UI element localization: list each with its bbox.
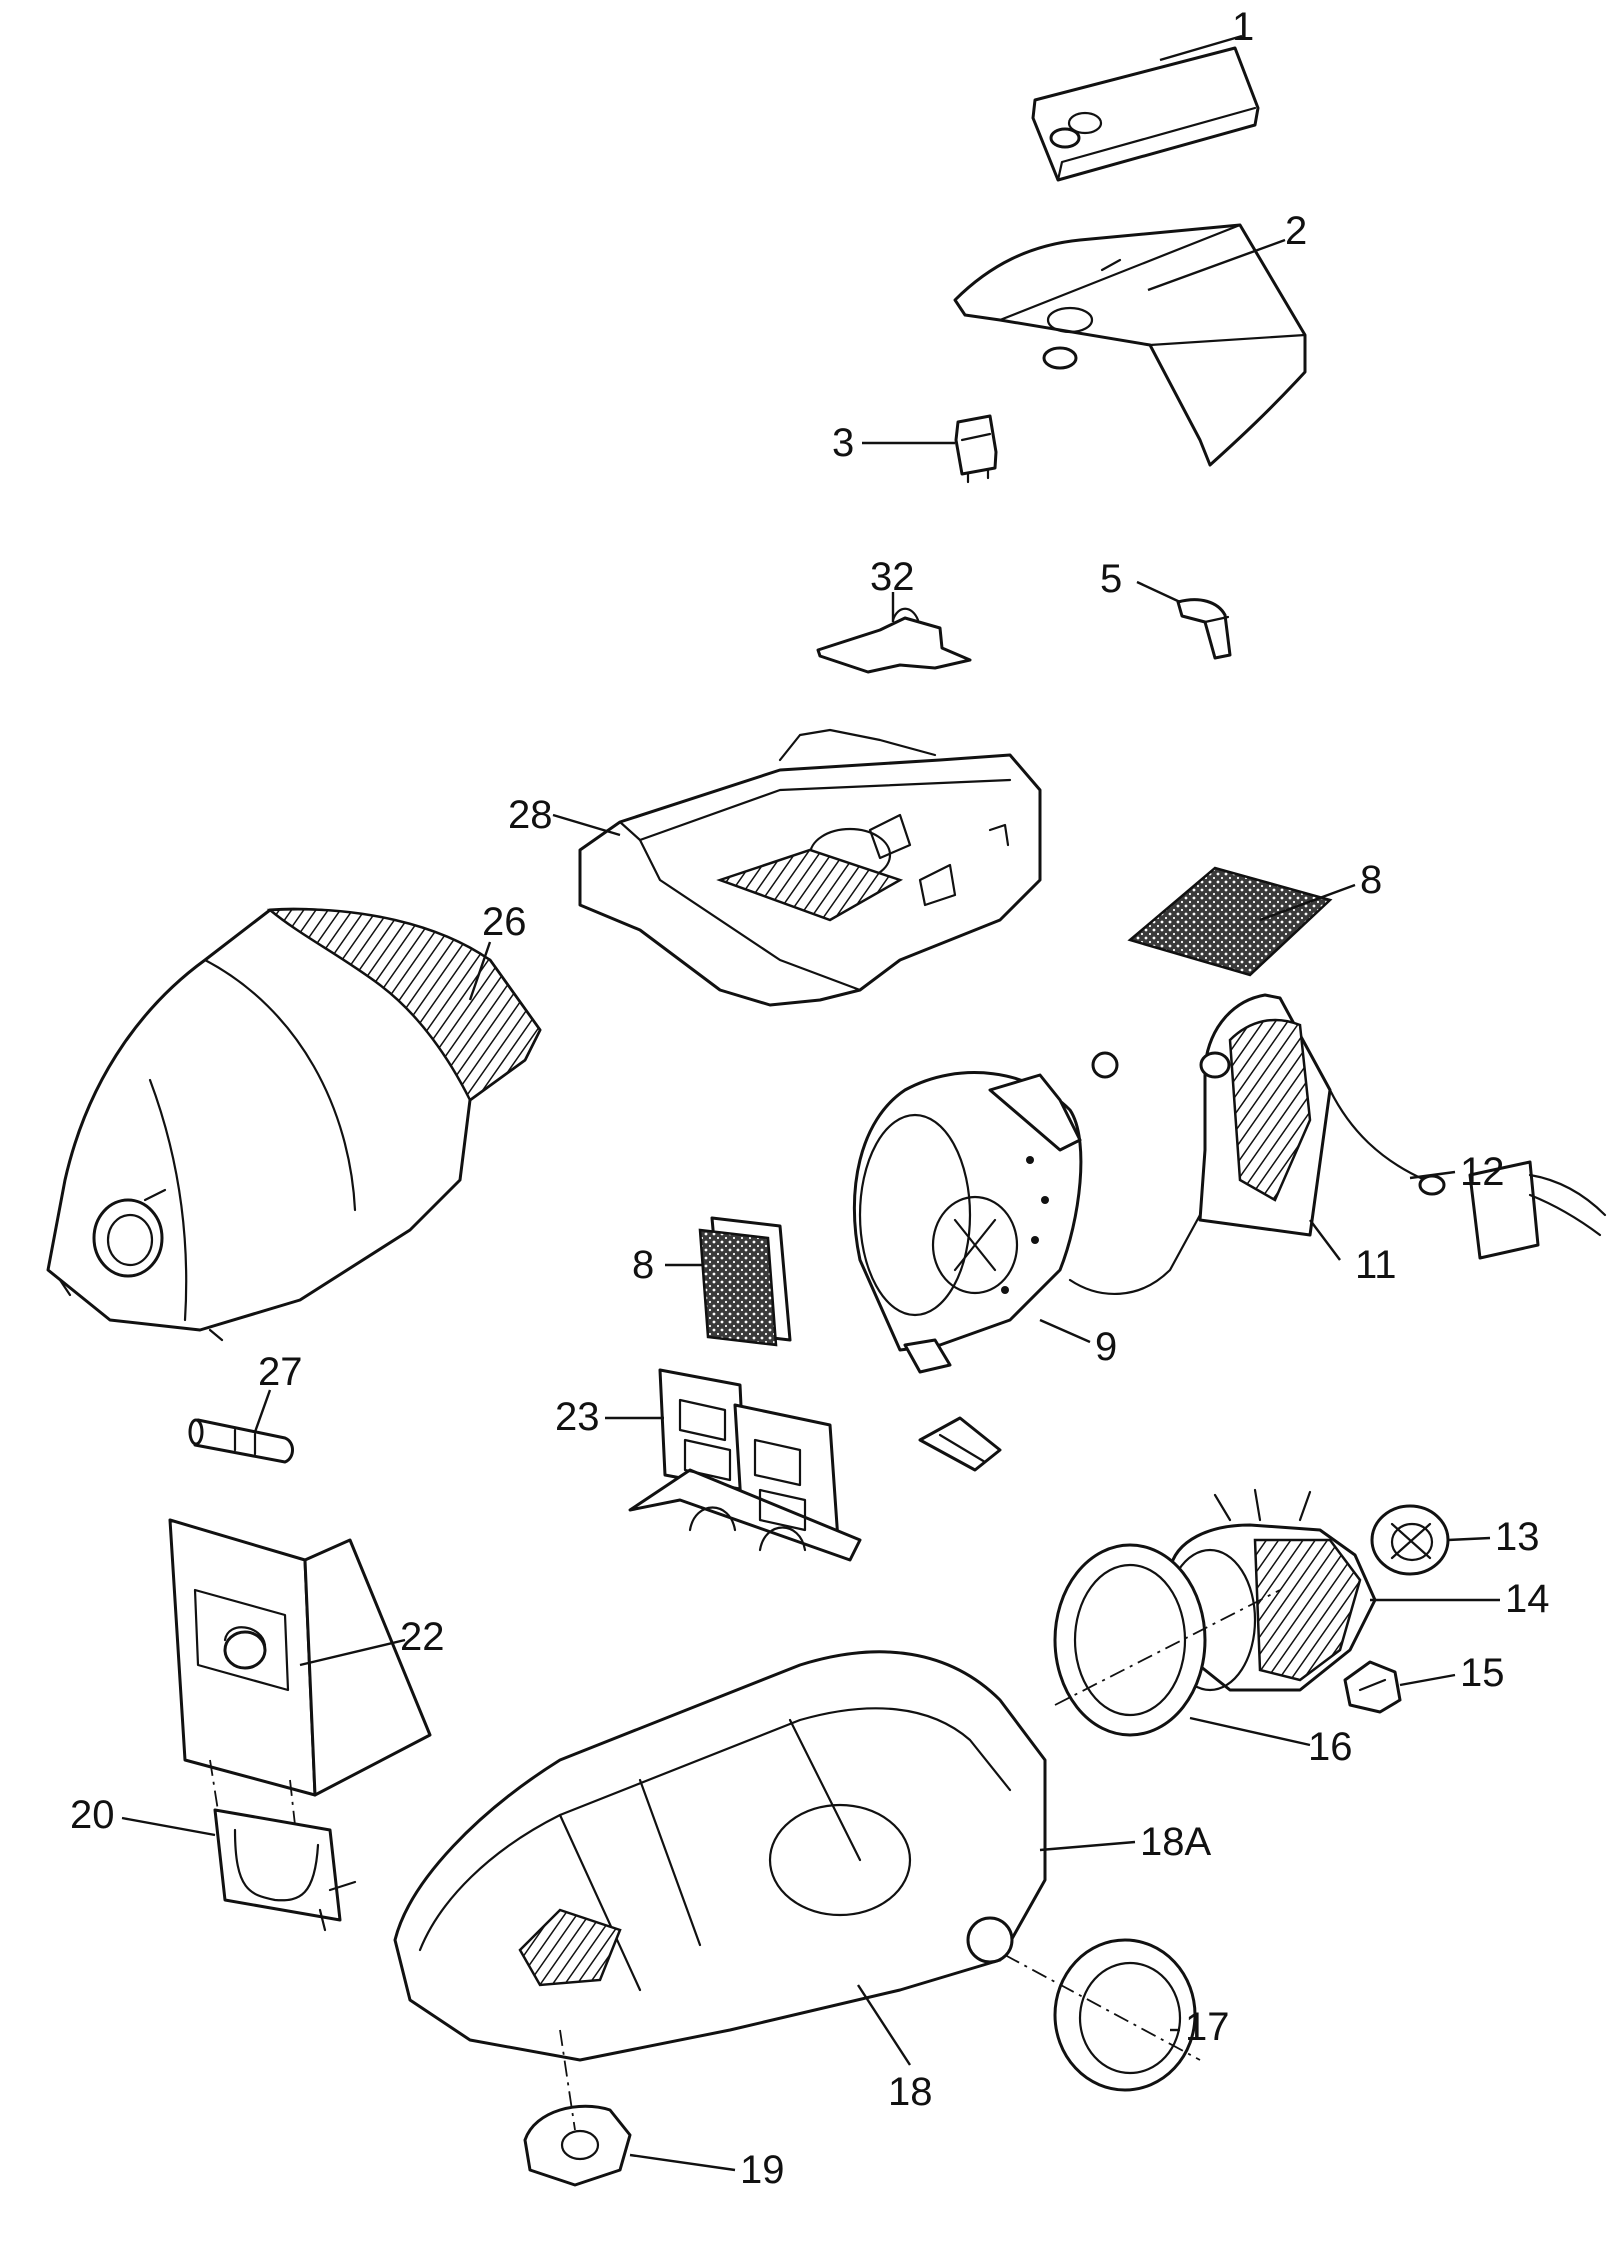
part-13-fan-wheel <box>1370 1504 1450 1576</box>
callout-15: 15 <box>1460 1651 1505 1695</box>
callout-5: 5 <box>1100 557 1122 601</box>
callout-2: 2 <box>1285 209 1307 253</box>
part-27-cylinder <box>188 1418 294 1464</box>
part-22-dust-bag <box>168 1518 432 1871</box>
part-18-base <box>393 1650 1047 2062</box>
part-23-grid-holder <box>628 1368 862 1562</box>
callout-11: 11 <box>1355 1243 1397 1287</box>
callout-18a: 18A <box>1140 1820 1211 1864</box>
callout-17: 17 <box>1185 2005 1230 2049</box>
callout-1: 1 <box>1232 5 1254 49</box>
callout-18: 18 <box>888 2070 933 2114</box>
callout-8-middle: 8 <box>632 1243 654 1287</box>
part-17-wheel <box>1004 1938 1201 2092</box>
part-32-clip <box>816 607 972 674</box>
part-small-clip <box>918 1416 1002 1472</box>
callout-16: 16 <box>1308 1725 1353 1769</box>
callout-26: 26 <box>482 900 527 944</box>
part-8-filter-square <box>1127 866 1333 977</box>
part-19-caster <box>523 2029 632 2187</box>
callout-27: 27 <box>258 1350 303 1394</box>
callout-28: 28 <box>508 793 553 837</box>
part-5-bracket <box>1176 598 1232 660</box>
callout-20: 20 <box>70 1793 115 1837</box>
part-3-switch <box>954 414 998 484</box>
callout-3: 3 <box>832 421 854 465</box>
part-26-lid-shell <box>46 907 542 1342</box>
callout-8-top: 8 <box>1360 858 1382 902</box>
callout-14: 14 <box>1505 1577 1550 1621</box>
part-15-connector <box>1343 1660 1402 1714</box>
part-1-cover <box>1031 46 1260 182</box>
leader-lines <box>121 34 1500 2172</box>
callout-labels: 1 2 3 32 5 28 8 26 12 11 8 9 27 23 13 14… <box>70 5 1550 2192</box>
part-28-upper-housing <box>578 728 1042 1007</box>
callout-13: 13 <box>1495 1515 1540 1559</box>
part-11-cord-plate <box>1198 993 1332 1237</box>
part-20-bag-holder <box>213 1808 357 1932</box>
part-2-top-panel <box>953 223 1307 467</box>
callout-22: 22 <box>400 1615 445 1659</box>
part-16-ring <box>1053 1543 1281 1737</box>
part-12-cord-plug <box>1328 1088 1607 1260</box>
callout-23: 23 <box>555 1395 600 1439</box>
callout-19: 19 <box>740 2148 785 2192</box>
callout-12: 12 <box>1460 1150 1505 1194</box>
part-9-motor-bracket <box>852 1051 1202 1374</box>
callout-32: 32 <box>870 555 915 599</box>
part-14-motor <box>1163 1488 1377 1692</box>
callout-9: 9 <box>1095 1325 1117 1369</box>
part-8-filter-small <box>698 1216 792 1347</box>
